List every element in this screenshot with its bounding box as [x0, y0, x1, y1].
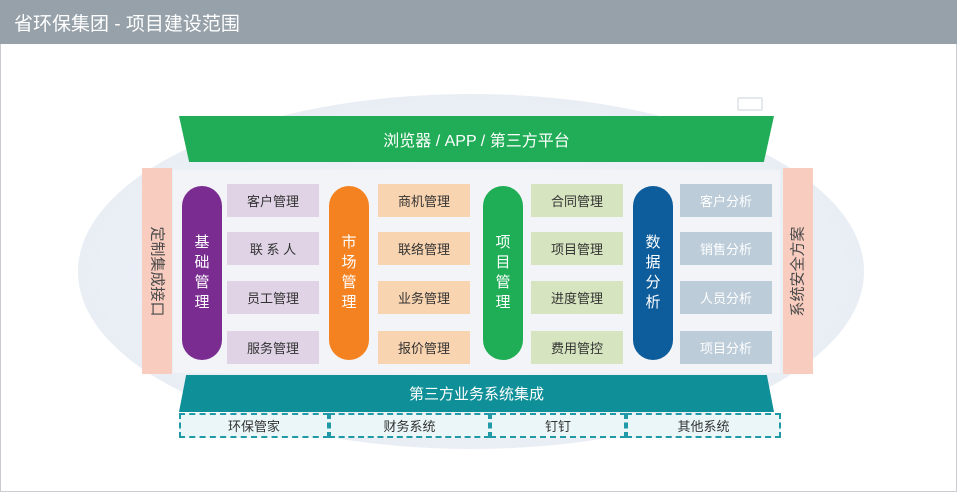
external-system-label: 其他系统 [677, 419, 730, 434]
integration-interface-bar: 定制集成接口 [142, 168, 172, 374]
module-label: 联络管理 [397, 242, 450, 257]
title-bar: 省环保集团 - 项目建设范围 [0, 0, 957, 44]
third-party-integration-label: 第三方业务系统集成 [408, 386, 544, 403]
module-label: 联 系 人 [249, 242, 297, 257]
external-system-label: 钉钉 [544, 419, 571, 434]
external-system-finance: 财务系统 [329, 413, 490, 438]
module-quotation-management: 报价管理 [378, 331, 470, 364]
module-label: 商机管理 [397, 194, 450, 209]
module-label: 员工管理 [246, 291, 299, 306]
module-label: 销售分析 [699, 242, 752, 257]
module-label: 客户管理 [246, 194, 299, 209]
external-system-env-steward: 环保管家 [179, 413, 329, 438]
module-cost-control: 费用管控 [531, 331, 623, 364]
window-icon [737, 97, 763, 111]
access-layer-label: 浏览器 / APP / 第三方平台 [383, 133, 570, 150]
external-system-dingtalk: 钉钉 [490, 413, 626, 438]
project-management-pill: 项目管理 [483, 186, 523, 360]
external-system-label: 财务系统 [383, 419, 436, 434]
module-label: 报价管理 [397, 341, 450, 356]
third-party-integration-banner: 第三方业务系统集成 [179, 375, 774, 412]
module-service-management: 服务管理 [227, 331, 319, 364]
module-opportunity-management: 商机管理 [378, 184, 470, 217]
module-label: 费用管控 [550, 341, 603, 356]
external-system-other: 其他系统 [626, 413, 781, 438]
page-title: 省环保集团 - 项目建设范围 [14, 14, 240, 35]
integration-interface-label: 定制集成接口 [148, 225, 166, 317]
access-layer-banner: 浏览器 / APP / 第三方平台 [179, 116, 774, 162]
data-analysis-pill: 数据分析 [633, 186, 673, 360]
project-management-label: 项目管理 [495, 234, 511, 311]
data-analysis-label: 数据分析 [645, 234, 661, 311]
module-sales-analysis: 销售分析 [680, 232, 772, 265]
module-label: 服务管理 [246, 341, 299, 356]
module-label: 项目管理 [550, 242, 603, 257]
module-progress-management: 进度管理 [531, 281, 623, 314]
module-label: 进度管理 [550, 291, 603, 306]
basic-management-label: 基础管理 [194, 234, 210, 311]
module-customer-management: 客户管理 [227, 184, 319, 217]
module-label: 业务管理 [397, 291, 450, 306]
module-business-management: 业务管理 [378, 281, 470, 314]
module-personnel-analysis: 人员分析 [680, 281, 772, 314]
basic-management-pill: 基础管理 [182, 186, 222, 360]
module-label: 项目分析 [699, 341, 752, 356]
market-management-pill: 市场管理 [329, 186, 369, 360]
module-label: 合同管理 [550, 194, 603, 209]
module-staff-management: 员工管理 [227, 281, 319, 314]
security-scheme-bar: 系统安全方案 [783, 168, 813, 374]
module-contacts: 联 系 人 [227, 232, 319, 265]
module-label: 人员分析 [699, 291, 752, 306]
module-liaison-management: 联络管理 [378, 232, 470, 265]
module-project-analysis: 项目分析 [680, 331, 772, 364]
module-project-management: 项目管理 [531, 232, 623, 265]
external-system-label: 环保管家 [227, 419, 280, 434]
module-contract-management: 合同管理 [531, 184, 623, 217]
market-management-label: 市场管理 [341, 234, 357, 311]
module-customer-analysis: 客户分析 [680, 184, 772, 217]
security-scheme-label: 系统安全方案 [789, 225, 807, 317]
module-label: 客户分析 [699, 194, 752, 209]
